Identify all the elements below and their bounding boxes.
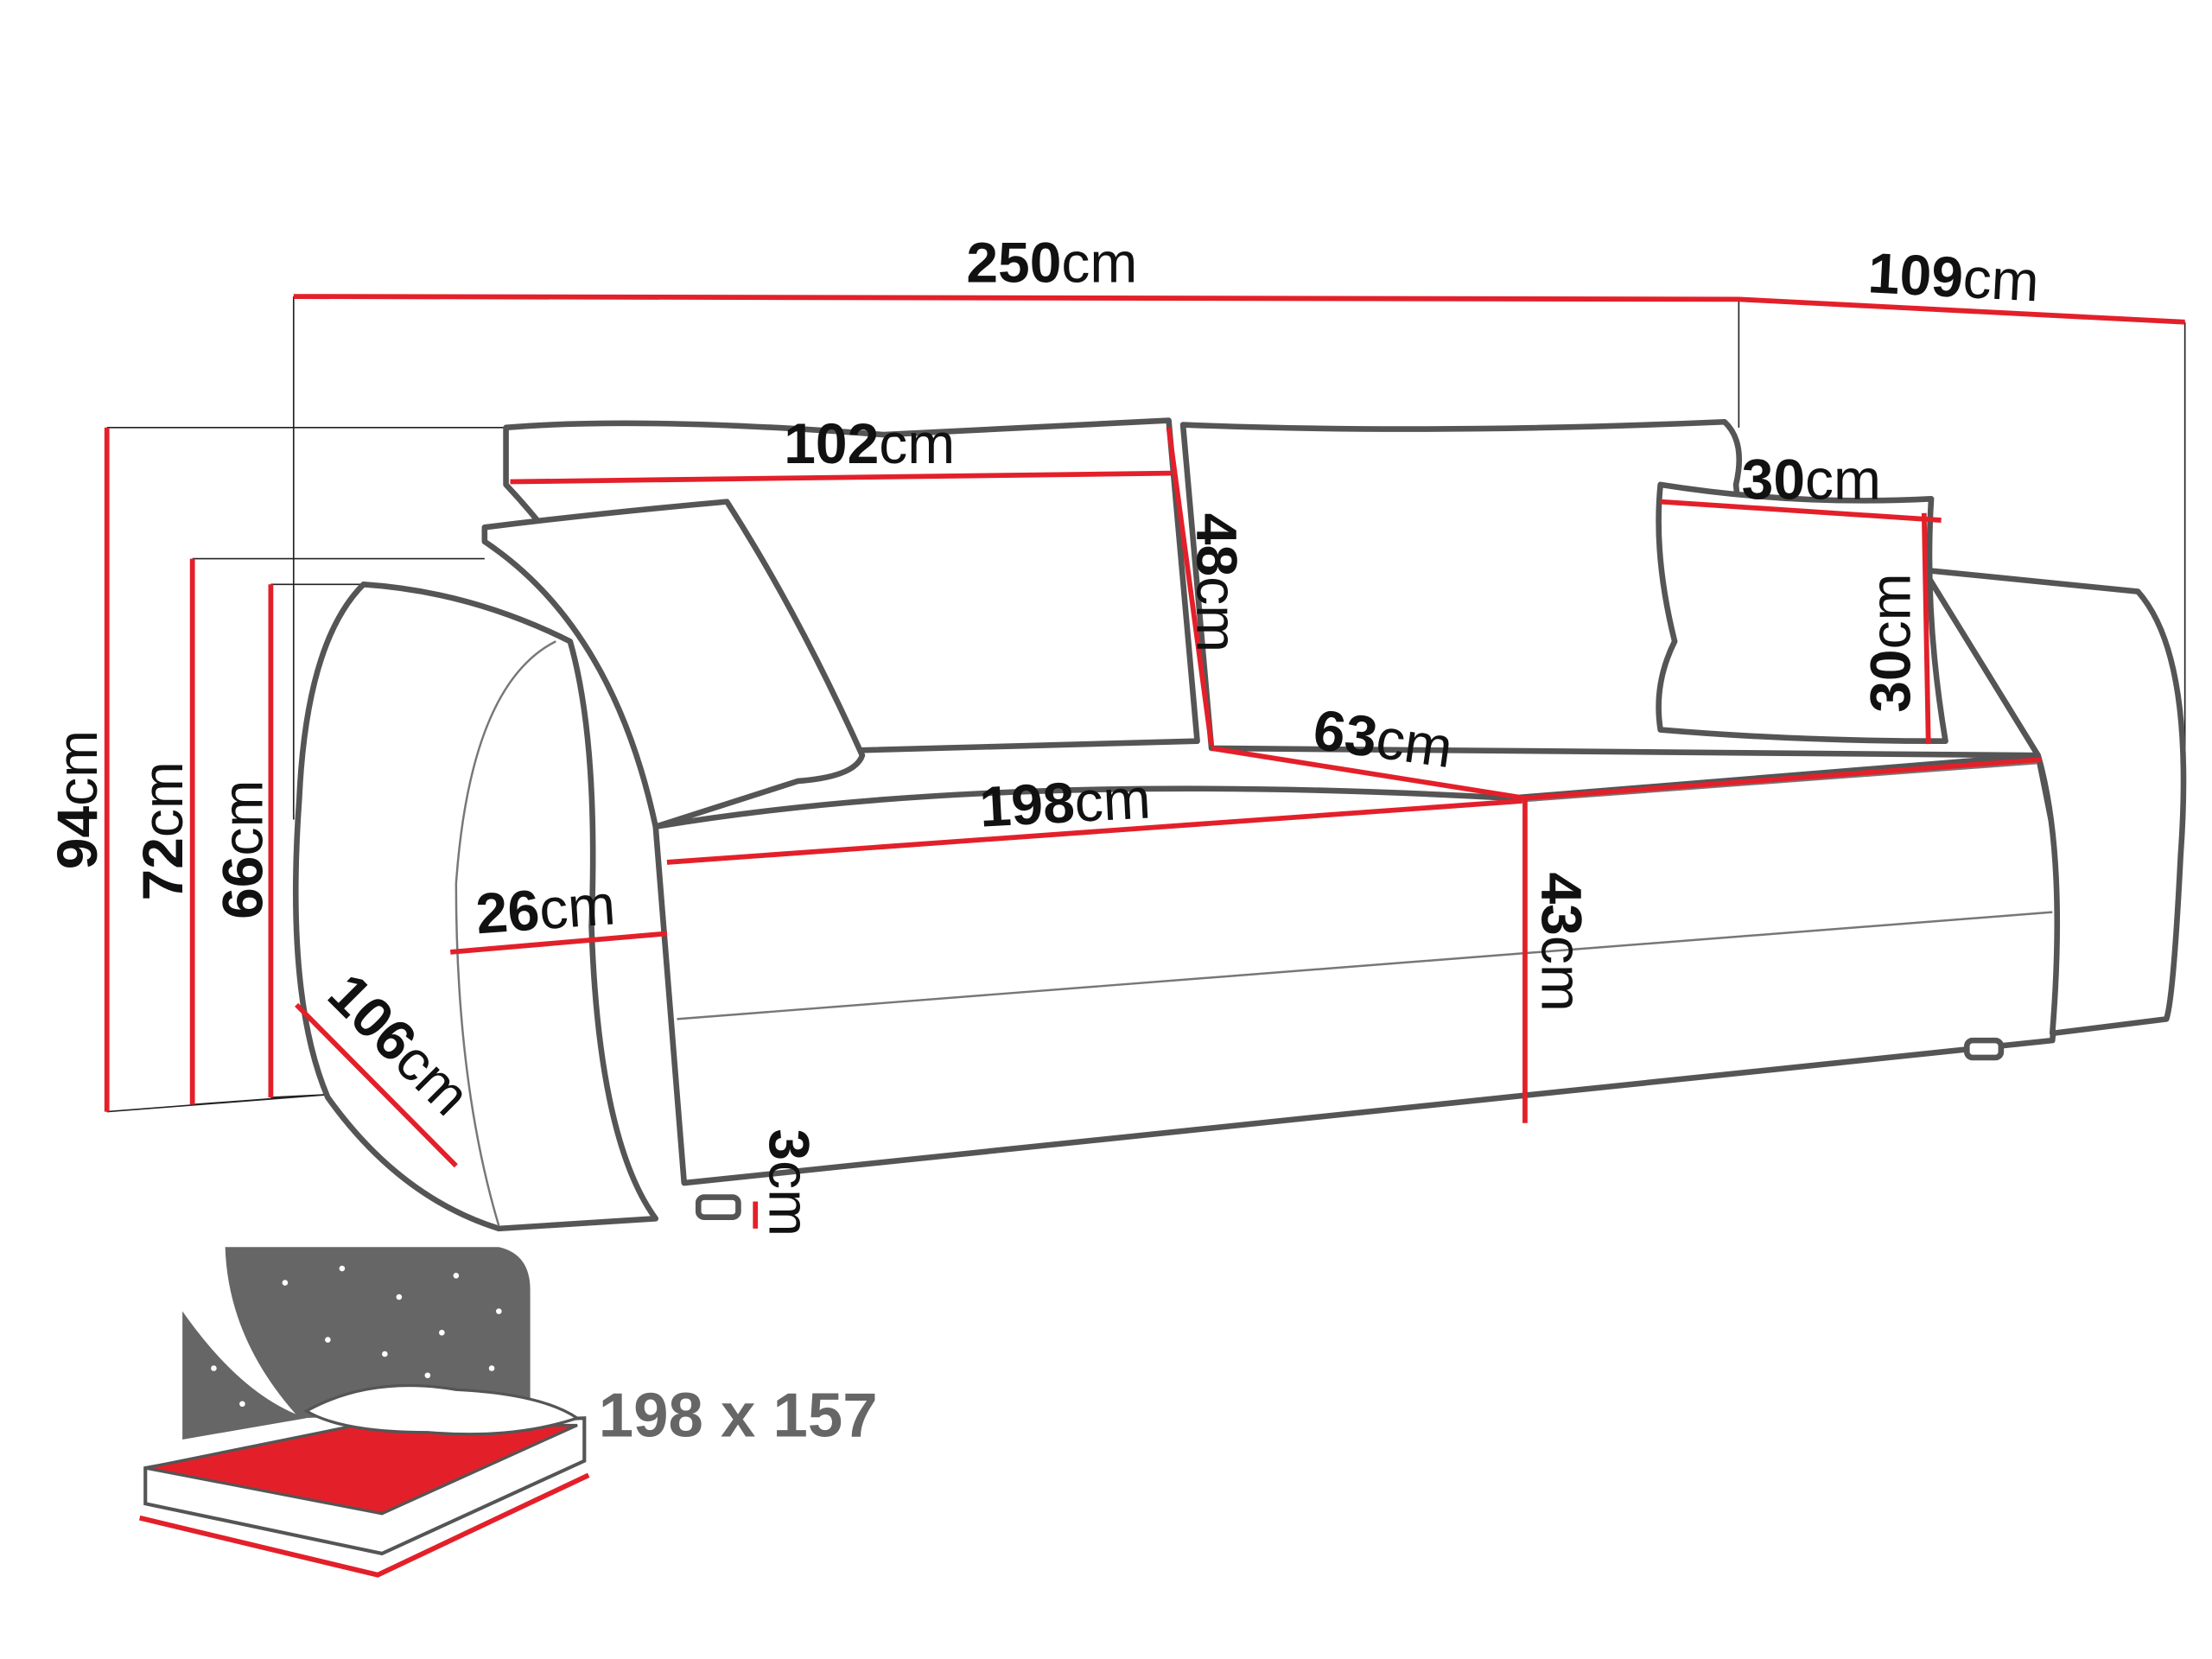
pillow-left: [481, 499, 866, 830]
left-armrest: [292, 581, 659, 1232]
label-leg-height: 3cm: [758, 1128, 822, 1236]
label-total-width: 250cm: [966, 231, 1137, 295]
label-seat-width: 198cm: [978, 766, 1153, 838]
sofa-outline: [292, 417, 2187, 1232]
label-total-height: 94cm: [45, 730, 109, 869]
label-seat-height: 43cm: [1530, 872, 1594, 1011]
seat: [652, 752, 2070, 1186]
label-back-height: 72cm: [130, 761, 194, 900]
label-pillow-height: 30cm: [1858, 573, 1922, 712]
leg-back: [1963, 1037, 2005, 1061]
pillow-right: [1656, 481, 1948, 745]
label-pillow-width: 30cm: [1742, 447, 1881, 511]
label-back-cushion-height: 48cm: [1185, 513, 1249, 652]
leg-front: [695, 1194, 741, 1220]
label-armrest-height: 66cm: [211, 780, 275, 919]
sleeping-area-icon: [138, 1247, 590, 1578]
right-armrest: [1921, 567, 2187, 1037]
label-armrest-width: 26cm: [474, 872, 617, 945]
stars-icon: [211, 1265, 502, 1408]
guide-lines: [106, 296, 2186, 1113]
sleeping-area-label: 198 x 157: [599, 1381, 878, 1451]
label-total-depth: 109cm: [1866, 240, 2041, 313]
dimension-lines: [104, 294, 2185, 1229]
label-back-cushion-width: 102cm: [784, 411, 955, 475]
